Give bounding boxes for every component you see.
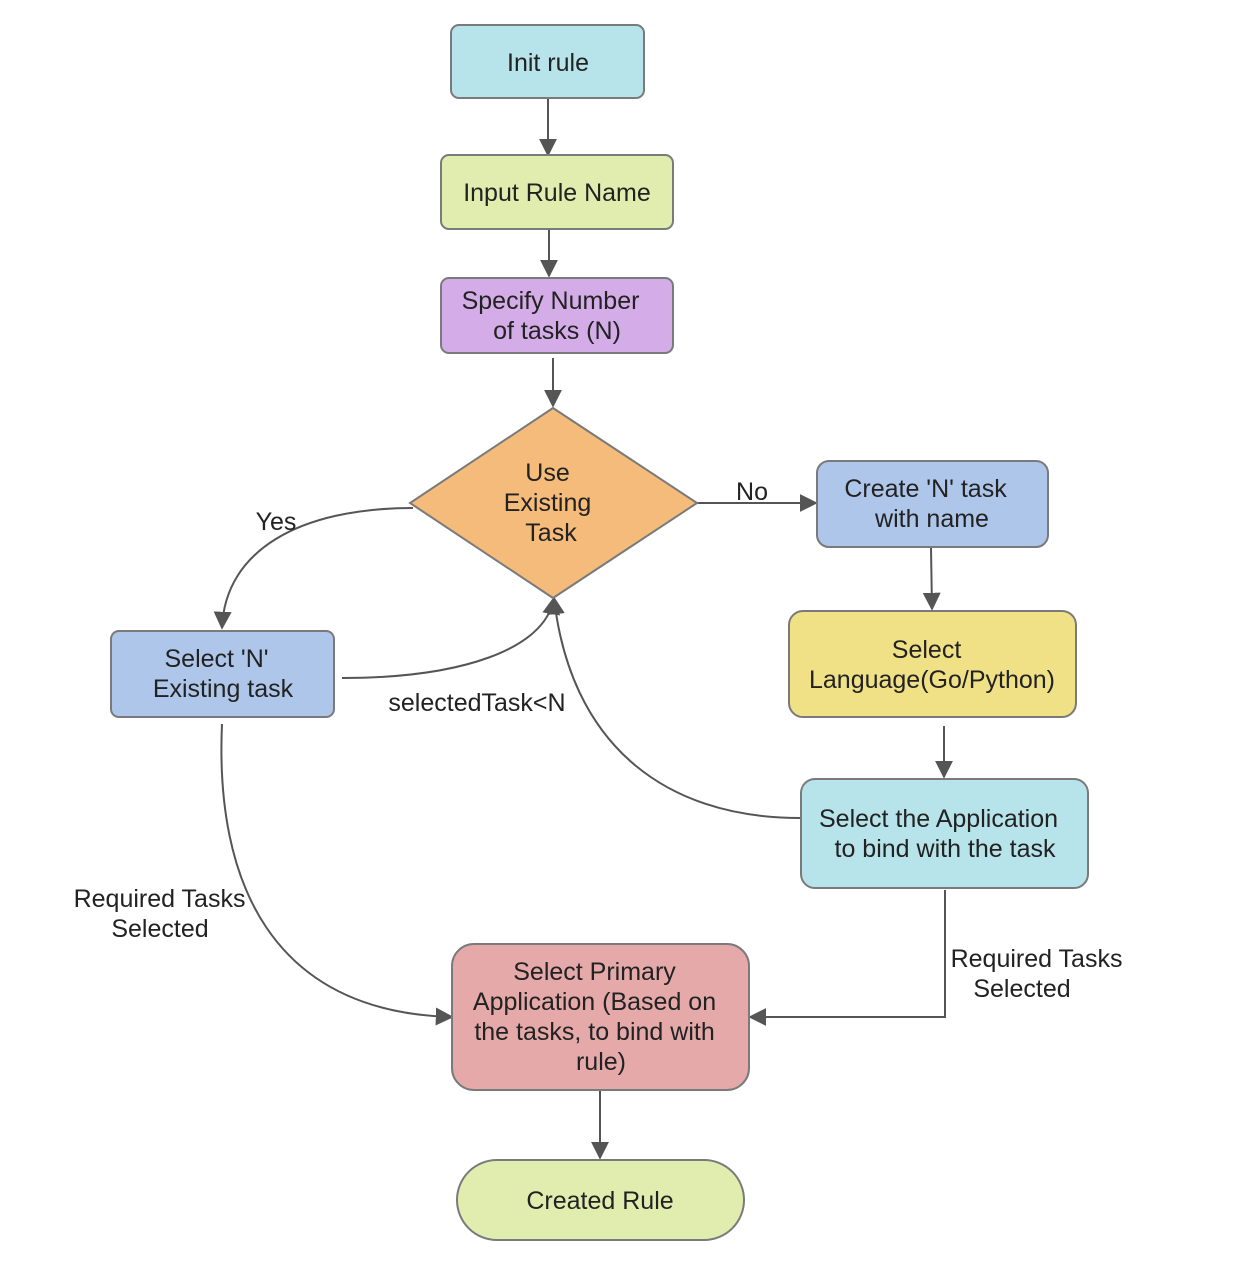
- edges: [213, 99, 953, 1160]
- edge-select-existing-to-primary: [220, 723, 454, 1026]
- edge-label-required-tasks-left: Required Tasks Selected: [74, 885, 253, 943]
- node-select-application: Select the Application to bind with the …: [800, 778, 1089, 889]
- select-primary-application-shape: [451, 943, 750, 1091]
- edge-decision-yes-to-select-existing: [213, 507, 414, 630]
- edge-label-no: No: [736, 478, 768, 506]
- node-use-existing-task: Use Existing Task: [408, 406, 699, 600]
- specify-number-label: Specify Number of tasks (N): [462, 287, 647, 345]
- node-specify-number: Specify Number of tasks (N): [440, 277, 674, 354]
- node-select-existing-task: Select 'N' Existing task: [110, 630, 335, 718]
- node-select-primary-application: Select Primary Application (Based on the…: [451, 943, 750, 1091]
- use-existing-task-label: Use Existing Task: [504, 459, 599, 547]
- edge-label-yes: Yes: [256, 508, 297, 536]
- node-created-rule: Created Rule: [456, 1159, 745, 1241]
- edge-application-to-primary: [748, 890, 946, 1026]
- select-existing-task-label: Select 'N' Existing task: [153, 645, 294, 703]
- select-language-shape: [788, 610, 1077, 718]
- input-rule-name-shape: [440, 154, 674, 230]
- select-language-label: Select Language(Go/Python): [809, 636, 1055, 694]
- created-rule-label: Created Rule: [526, 1187, 673, 1215]
- select-application-label: Select the Application to bind with the …: [819, 805, 1065, 863]
- create-task-label: Create 'N' task with name: [844, 475, 1013, 533]
- node-init-rule: Init rule: [450, 24, 645, 99]
- select-existing-task-shape: [110, 630, 335, 718]
- edge-select-existing-loop-to-decision: [341, 596, 561, 679]
- node-select-language: Select Language(Go/Python): [788, 610, 1077, 718]
- node-create-task: Create 'N' task with name: [816, 460, 1049, 548]
- select-application-shape: [800, 778, 1089, 889]
- edge-application-loop-to-decision: [546, 596, 801, 819]
- input-rule-name-label: Input Rule Name: [463, 179, 651, 207]
- init-rule-label: Init rule: [507, 49, 589, 77]
- use-existing-task-decision-shape: [408, 406, 699, 600]
- node-input-rule-name: Input Rule Name: [440, 154, 674, 230]
- init-rule-shape: [450, 24, 645, 99]
- edge-create-to-language: [922, 547, 941, 611]
- edge-label-required-tasks-right: Required Tasks Selected: [951, 945, 1130, 1003]
- select-primary-application-label: Select Primary Application (Based on the…: [473, 958, 723, 1076]
- specify-number-shape: [440, 277, 674, 354]
- create-task-shape: [816, 460, 1049, 548]
- edge-label-selected-task-lt-n: selectedTask<N: [388, 689, 565, 717]
- created-rule-shape: [456, 1159, 745, 1241]
